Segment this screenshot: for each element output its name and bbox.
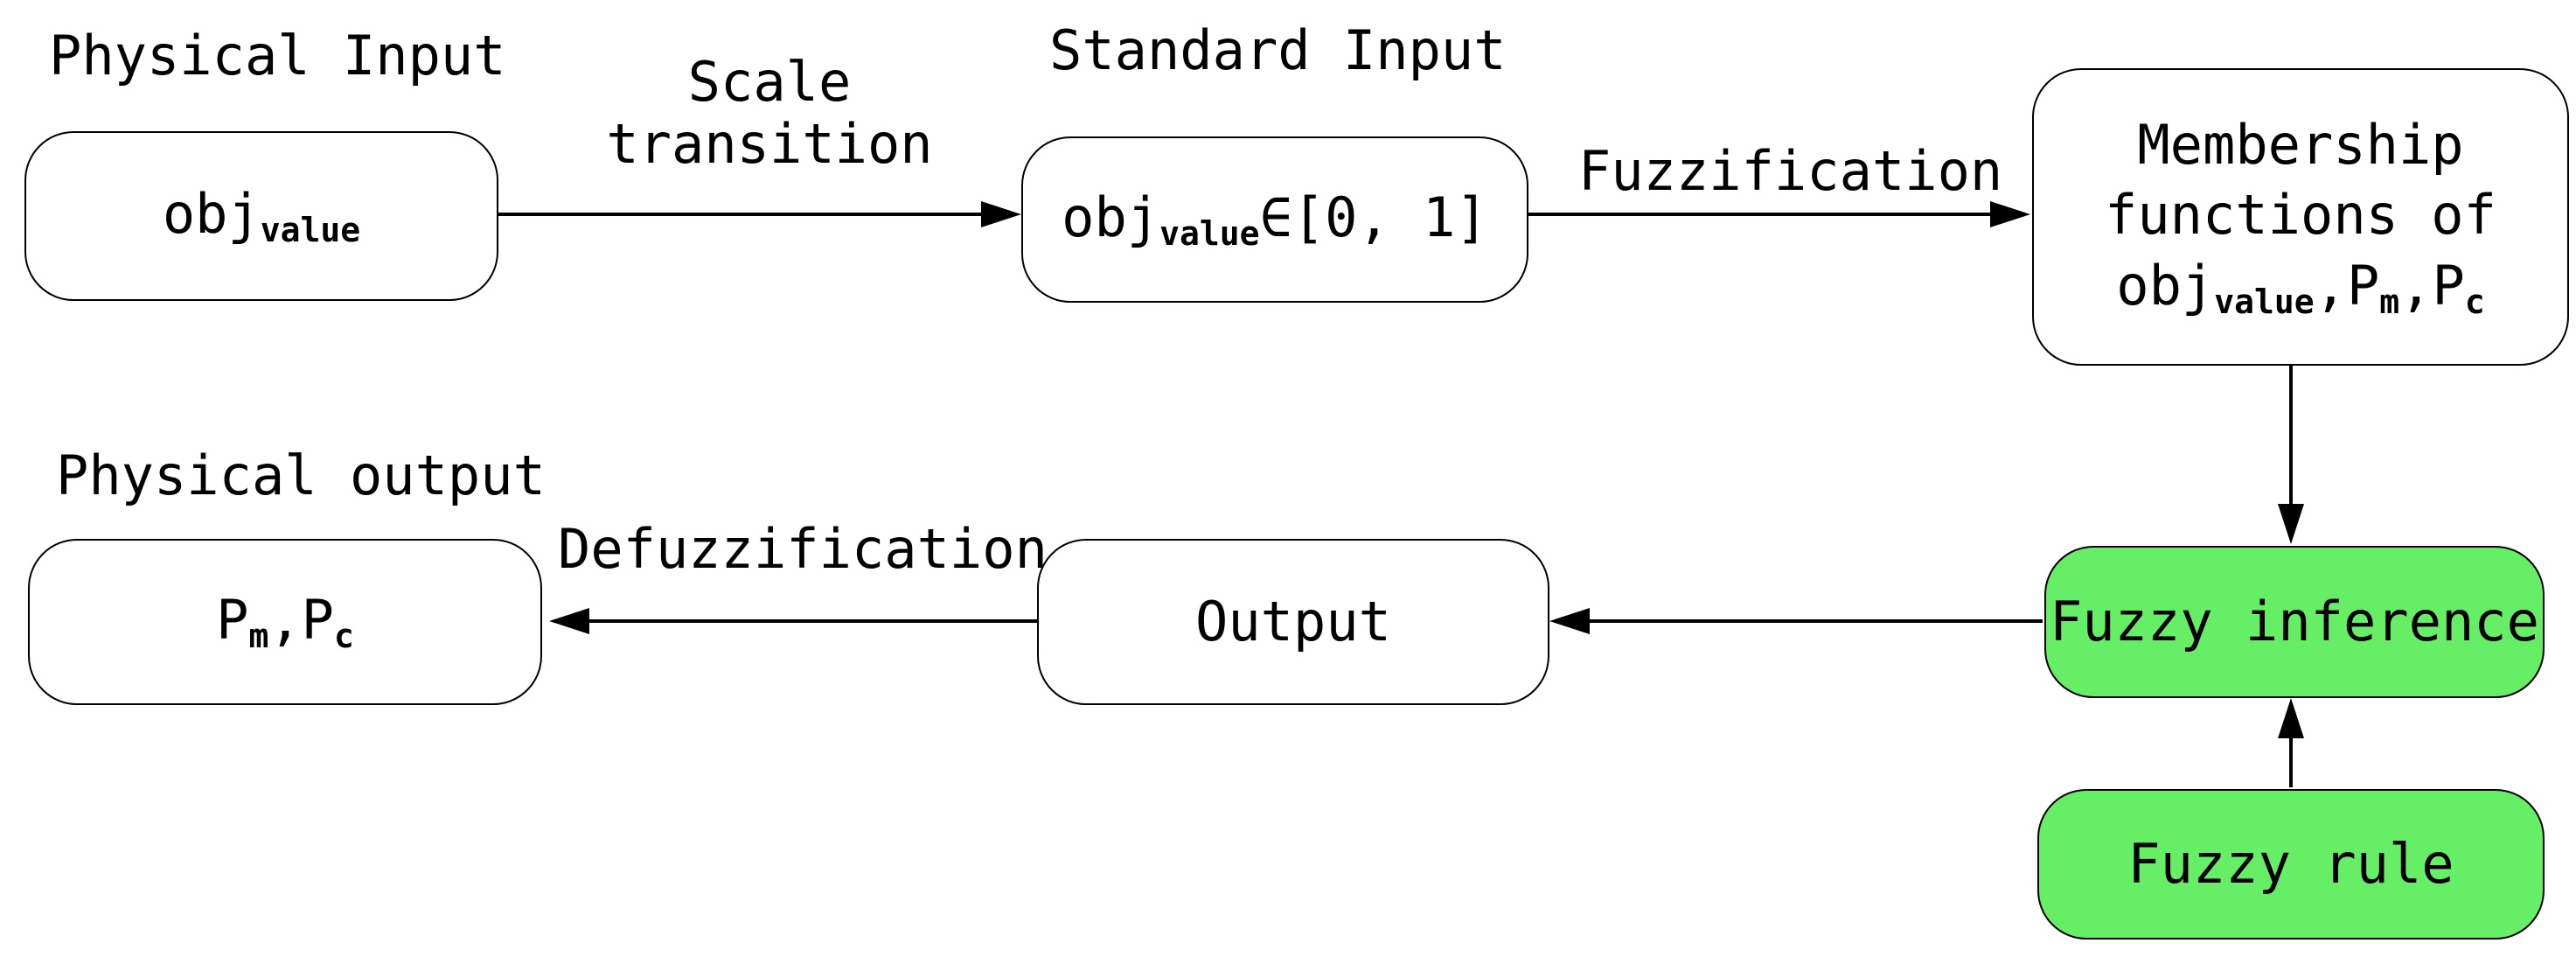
pm-pc-node: Pm,Pc <box>28 539 542 705</box>
membership-functions-text: Membership functions of objvalue,Pm,Pc <box>2105 112 2496 321</box>
scale-transition-label: Scale transition <box>603 51 936 176</box>
fuzzification-label: Fuzzification <box>1578 139 2003 203</box>
arrowhead-scale-transition <box>981 201 1021 227</box>
standard-input-label: Standard Input <box>1049 18 1507 82</box>
arrowhead-inference-to-output <box>1549 608 1590 634</box>
physical-output-label: Physical output <box>56 444 546 507</box>
obj-value-text: objvalue <box>162 182 361 250</box>
output-node: Output <box>1037 539 1549 705</box>
standard-input-text: objvalue∈[0, 1] <box>1062 185 1488 254</box>
scale-transition-line2: transition <box>606 112 933 177</box>
scale-transition-line1: Scale <box>687 50 852 114</box>
pm-pc-text: Pm,Pc <box>216 588 354 656</box>
arrowhead-membership-to-inference <box>2278 504 2304 544</box>
standard-input-node: objvalue∈[0, 1] <box>1021 136 1528 303</box>
membership-functions-node: Membership functions of objvalue,Pm,Pc <box>2032 68 2569 366</box>
obj-value-node: objvalue <box>24 131 498 301</box>
physical-input-label: Physical Input <box>49 24 506 87</box>
fuzzy-inference-node: Fuzzy inference <box>2044 546 2545 698</box>
arrowhead-rule-to-inference <box>2278 698 2304 738</box>
arrowhead-fuzzification <box>1990 201 2030 227</box>
fuzzy-rule-text: Fuzzy rule <box>2127 831 2454 896</box>
arrowhead-defuzzification <box>549 608 589 634</box>
fuzzy-rule-node: Fuzzy rule <box>2037 789 2545 940</box>
output-text: Output <box>1195 589 1391 653</box>
defuzzification-label: Defuzzification <box>558 517 1048 581</box>
fuzzy-inference-text: Fuzzy inference <box>2050 589 2539 653</box>
